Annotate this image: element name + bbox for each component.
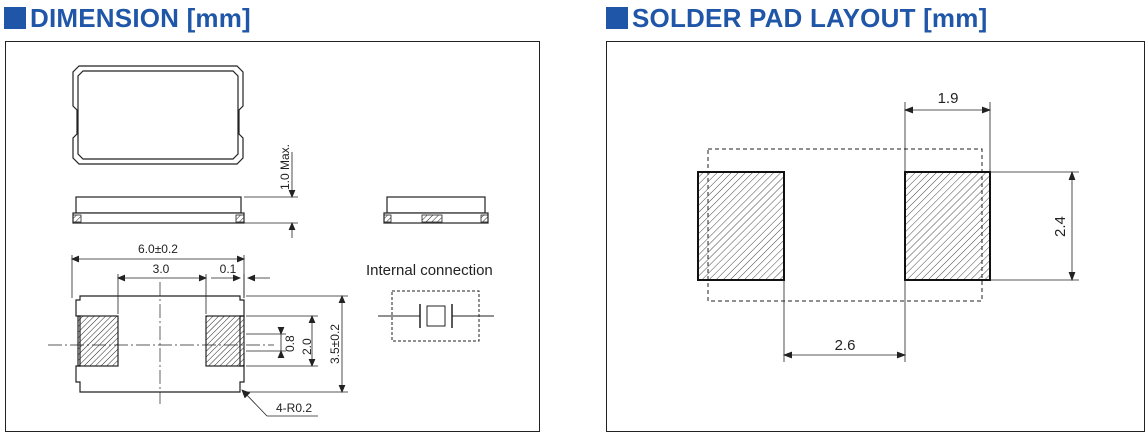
edge-gap-dimension bbox=[211, 274, 270, 298]
pad-height-dimension-right bbox=[990, 170, 1079, 282]
package-end-view bbox=[383, 196, 489, 224]
package-side-view bbox=[72, 196, 245, 224]
solder-pad-left bbox=[697, 171, 785, 281]
width-dimension bbox=[246, 294, 348, 394]
heading-square-icon bbox=[4, 7, 26, 29]
corner-radius-leader bbox=[241, 389, 318, 417]
pad-gap-label: 2.6 bbox=[835, 337, 856, 354]
pad-width-label: 1.9 bbox=[938, 90, 959, 107]
pad-height-dimension bbox=[246, 314, 318, 368]
internal-connection-label: Internal connection bbox=[366, 262, 493, 279]
edge-gap-label: 0.1 bbox=[220, 262, 237, 276]
pad-height-label: 2.0 bbox=[300, 338, 314, 355]
dimension-heading-text: DIMENSION [mm] bbox=[30, 2, 251, 33]
crystal-symbol bbox=[378, 290, 494, 342]
corner-radius-label: 4-R0.2 bbox=[276, 401, 312, 415]
pad-pitch-label: 3.0 bbox=[153, 262, 170, 276]
pad-small-dimension bbox=[246, 326, 286, 359]
dimension-panel: 1.0 Max. 6.0±0.2 bbox=[5, 41, 540, 432]
dimension-heading: DIMENSION [mm] bbox=[4, 2, 251, 34]
solder-pad-heading-text: SOLDER PAD LAYOUT [mm] bbox=[632, 2, 988, 33]
pad-gap-dimension bbox=[782, 280, 907, 362]
pad-pitch-dimension bbox=[116, 274, 208, 314]
height-max-label: 1.0 Max. bbox=[278, 144, 292, 190]
heading-square-icon bbox=[606, 7, 628, 29]
solder-pad-heading: SOLDER PAD LAYOUT [mm] bbox=[606, 2, 987, 34]
length-label: 6.0±0.2 bbox=[138, 242, 178, 256]
width-label: 3.5±0.2 bbox=[328, 324, 342, 364]
solder-pad-right bbox=[904, 171, 991, 281]
height-dimension bbox=[244, 152, 298, 238]
bottom-view-centerlines bbox=[48, 282, 274, 404]
package-top-view bbox=[72, 65, 244, 165]
solder-pad-drawing: 1.9 2.4 2.6 bbox=[697, 90, 1079, 362]
pad-small-label: 0.8 bbox=[283, 335, 297, 352]
dimension-drawing: 1.0 Max. 6.0±0.2 bbox=[48, 65, 494, 417]
pad-width-dimension bbox=[903, 102, 992, 172]
solder-pad-panel: 1.9 2.4 2.6 bbox=[606, 41, 1145, 432]
pad-height-label-right: 2.4 bbox=[1052, 216, 1069, 237]
